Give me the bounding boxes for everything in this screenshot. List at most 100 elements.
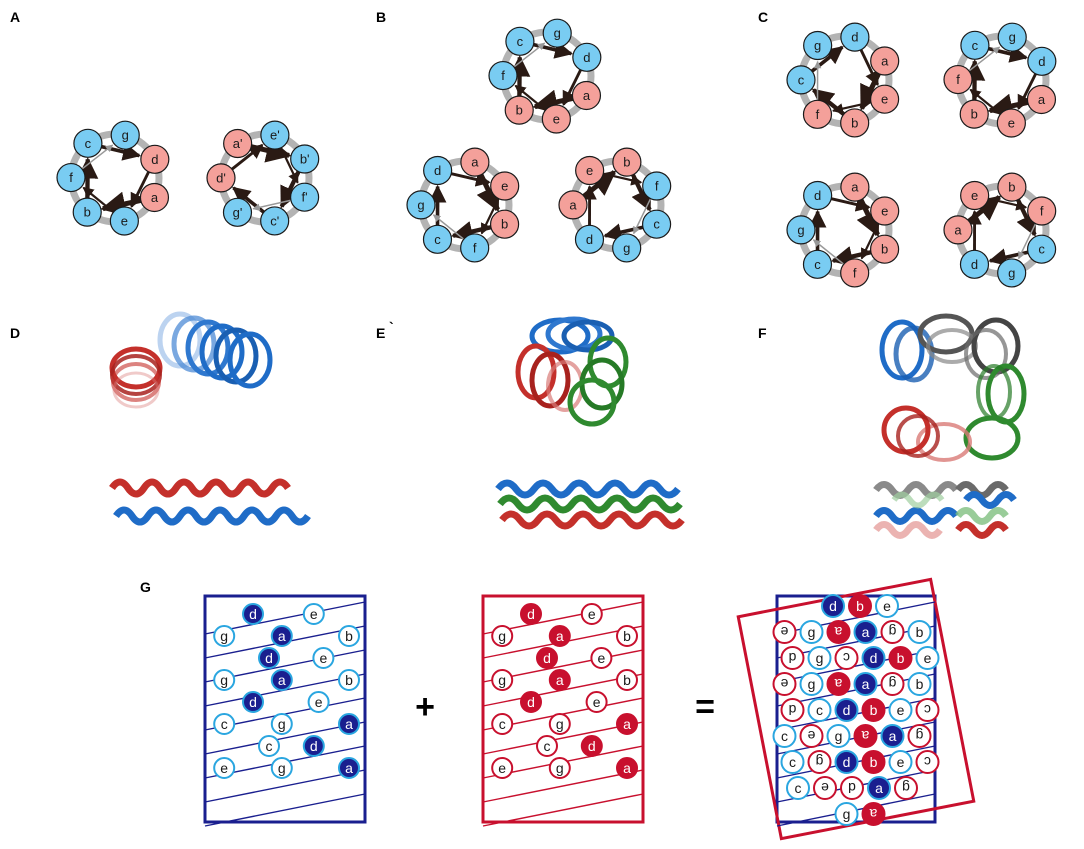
dimer-side-view [109, 478, 311, 526]
residue-label: c [653, 217, 660, 232]
surface-residue [423, 155, 453, 186]
residue-label: e [586, 163, 593, 178]
residue-label: b [851, 115, 858, 130]
residue-label: g [797, 222, 804, 237]
heptad-arrow [231, 143, 264, 171]
surface-net-residue [491, 713, 514, 735]
net-residue-label: c [924, 702, 931, 718]
net-residue-label: g [835, 728, 843, 744]
core-net-residue [548, 625, 571, 647]
core-net-residue [826, 620, 851, 644]
residue-label: e [121, 213, 128, 228]
heptad-arrow [832, 101, 872, 114]
surface-net-residue [915, 646, 940, 670]
residue-label: g [814, 38, 821, 53]
surface-residue [110, 120, 140, 150]
core-net-residue [853, 724, 878, 748]
trimer-side-view [495, 479, 685, 530]
residue-label: c [517, 34, 524, 49]
surface-net-residue [585, 691, 608, 713]
surface-net-residue [834, 802, 859, 826]
net-residue-label: c [266, 738, 273, 754]
net-strand [204, 793, 366, 827]
heptad-arrow [969, 88, 1002, 116]
heptad-arrow [81, 144, 114, 170]
surface-residue [641, 209, 672, 239]
panel-label-a: A [10, 9, 20, 25]
residue-label: b [84, 205, 91, 220]
net-residue-label: c [843, 650, 850, 666]
surface-net-residue [491, 669, 514, 691]
net-residue-label: e [598, 650, 606, 666]
surface-net-residue [807, 698, 832, 722]
residue-label: a [151, 190, 159, 205]
net-residue-label: e [883, 598, 891, 614]
core-net-residue [338, 713, 360, 735]
residue-label: b [516, 103, 523, 118]
surface-residue [109, 206, 139, 236]
net-residue-label: a [862, 676, 870, 692]
residue-label: f [816, 107, 820, 122]
net-residue-label: b [916, 676, 924, 692]
heptad-arrow [830, 197, 871, 212]
red-helix-end-view [109, 346, 163, 409]
residue-label: b [1008, 180, 1015, 195]
net-residue-label: e [498, 760, 506, 776]
net-residue-label: a [623, 716, 631, 732]
residue-label: b [881, 242, 888, 257]
net-frame-red [481, 594, 645, 824]
core-net-residue [826, 672, 851, 696]
surface-net-residue [799, 672, 824, 696]
core-residue [490, 171, 520, 201]
residue-label: f [501, 68, 505, 83]
panel-label-g: G [140, 579, 151, 595]
net-residue-label: c [789, 754, 796, 770]
net-residue-label: d [789, 650, 797, 666]
net-residue-label: b [623, 672, 631, 688]
heptad-arrow [562, 69, 582, 106]
residue-label: a [954, 222, 962, 237]
panel-label-b: B [376, 9, 386, 25]
dimer-top-view [109, 311, 273, 409]
core-residue [996, 108, 1026, 138]
surface-residue [488, 60, 518, 91]
core-residue [869, 234, 900, 264]
residue-label: f [473, 240, 477, 255]
core-residue [840, 172, 870, 202]
residue-label: c [434, 232, 441, 247]
surface-net-residue [548, 713, 571, 735]
net-strand [482, 793, 644, 827]
core-residue [840, 258, 870, 288]
surface-net-residue [491, 625, 514, 647]
net-residue-label: d [848, 780, 856, 796]
net-residue-label: e [588, 606, 596, 622]
residue-label: a [583, 88, 591, 103]
surface-net-residue [894, 776, 918, 800]
residue-label: g [1009, 30, 1016, 45]
core-residue [869, 84, 900, 114]
core-net-residue [616, 713, 638, 735]
surface-net-residue [813, 776, 837, 800]
residue-label: g [1008, 265, 1015, 280]
net-residue-label: c [499, 716, 506, 732]
core-residue [139, 182, 170, 213]
surface-net-residue [907, 724, 932, 748]
residue-label: e [501, 179, 508, 194]
net-residue-label: a [889, 728, 897, 744]
oligomer-side-view [873, 481, 1017, 539]
surface-net-residue [772, 724, 797, 748]
residue-label: d [851, 30, 858, 45]
panel-label-c: C [758, 9, 768, 25]
heptad-arrow [968, 46, 1001, 72]
surface-net-residue [491, 757, 514, 779]
net-residue-label: b [623, 628, 631, 644]
core-net-residue [338, 757, 360, 779]
residue-label: a [881, 54, 889, 69]
residue-label: a' [233, 136, 243, 151]
net-strand [482, 721, 644, 755]
